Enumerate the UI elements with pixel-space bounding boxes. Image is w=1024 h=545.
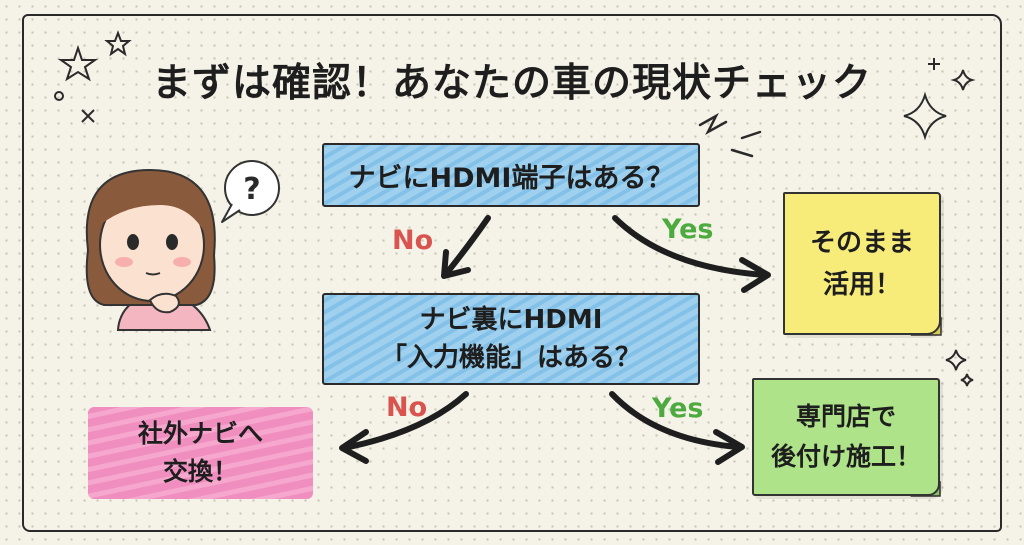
answer-no-2-banner: 社外ナビへ 交換！ [88, 407, 313, 499]
answer-yes-2-line1: 専門店で [795, 402, 896, 431]
answer-yes-1-note: そのまま 活用！ [783, 192, 941, 335]
question-bubble-icon: ? [221, 160, 280, 223]
question-2-line2: 「入力機能」はある？ [380, 343, 641, 373]
answer-yes-2-line2: 後付け施工！ [770, 442, 921, 471]
question-box-2: ナビ裏にHDMI 「入力機能」はある？ [322, 293, 700, 385]
answer-no-2-line1: 社外ナビへ [137, 419, 263, 448]
page-title: まずは確認！あなたの車の現状チェック [151, 61, 872, 106]
arrow-no-2-head [339, 429, 369, 464]
svg-text:?: ? [243, 172, 260, 207]
page-frame [22, 14, 1002, 532]
arrow-yes-1 [612, 215, 768, 278]
question-box-1: ナビにHDMI端子はある？ [322, 143, 700, 207]
emphasis-marks [698, 112, 762, 158]
answer-no-2-line2: 交換！ [162, 457, 238, 486]
answer-yes-1-line1: そのまま [809, 227, 914, 258]
label-no-2: No [386, 392, 428, 423]
sparkle-icon [903, 58, 976, 387]
arrow-no-2 [341, 391, 469, 451]
woman-character-illustration [85, 168, 216, 331]
star-icon [54, 30, 132, 123]
answer-yes-1-line2: 活用！ [822, 269, 901, 300]
label-no-1: No [392, 225, 434, 256]
arrow-no-1-head [441, 249, 471, 279]
arrow-yes-1-head [739, 257, 771, 293]
arrow-yes-2 [609, 391, 741, 450]
answer-yes-2-note: 専門店で 後付け施工！ [752, 378, 940, 496]
question-1-text: ナビにHDMI端子はある？ [348, 162, 674, 194]
arrow-yes-2-head [713, 429, 745, 465]
label-yes-2: Yes [652, 393, 704, 424]
arrow-no-1 [443, 215, 491, 277]
label-yes-1: Yes [662, 214, 714, 245]
question-2-line1: ナビ裏にHDMI [419, 305, 603, 335]
